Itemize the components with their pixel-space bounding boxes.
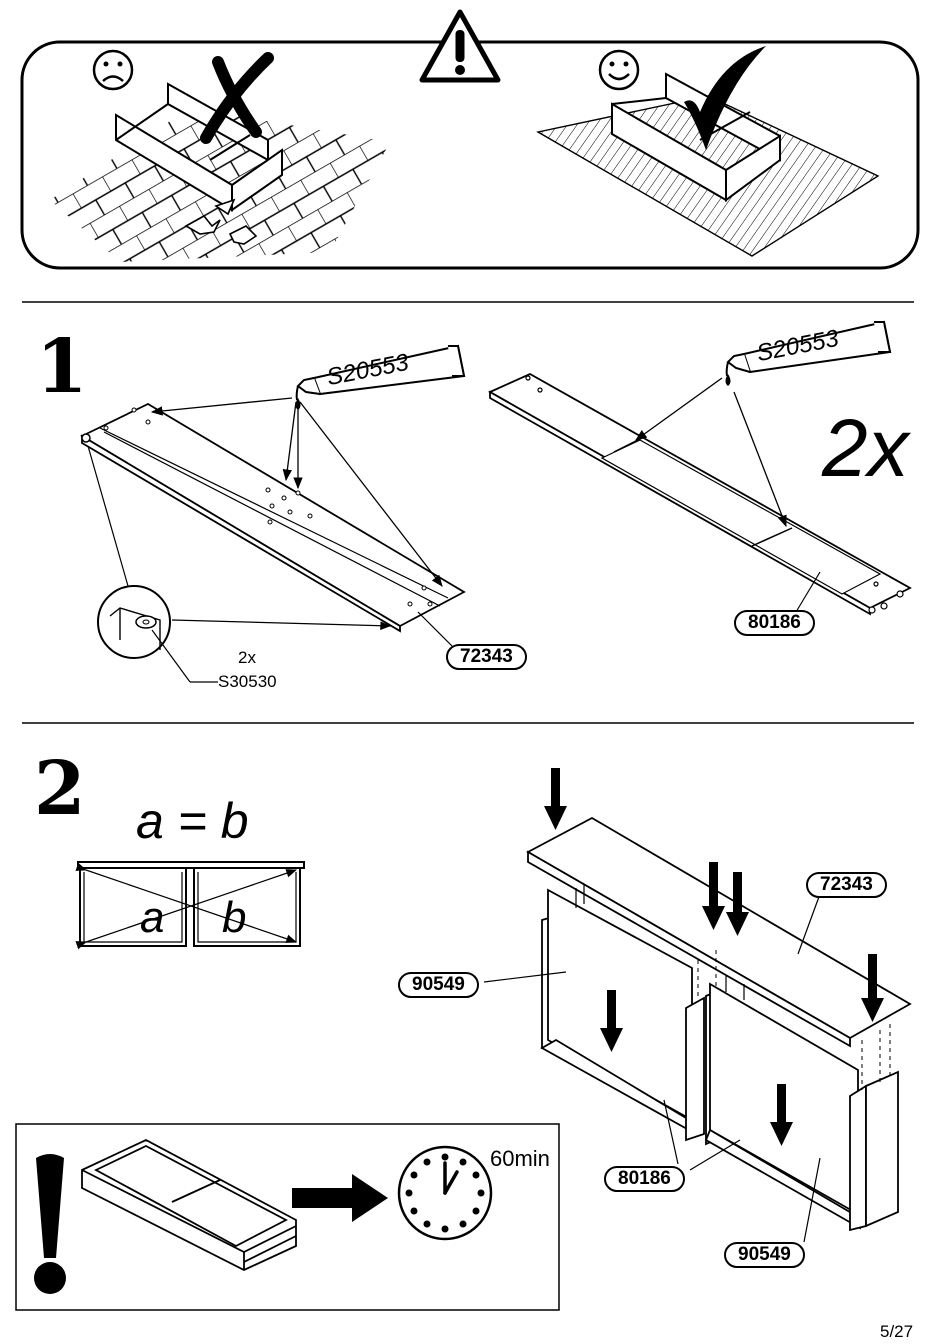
part-label-90549-right: 90549 — [724, 1242, 805, 1268]
part-label-90549-left: 90549 — [398, 972, 479, 998]
glue-tube-right-icon — [725, 320, 892, 386]
alignment-dashes — [697, 950, 891, 1090]
clock-icon — [397, 1145, 493, 1241]
rail-end-pegs — [525, 375, 904, 614]
warning-triangle-icon — [419, 9, 501, 83]
part-label-72343-assembly: 72343 — [806, 872, 887, 898]
leader-72343 — [417, 611, 453, 647]
drawer-drawing — [81, 1138, 297, 1271]
diagonal-equation: a = b — [136, 793, 249, 849]
splinter-marks — [184, 198, 258, 245]
check-icon — [684, 46, 766, 150]
rail-80186 — [488, 372, 912, 616]
drawer-box-good — [611, 72, 781, 202]
detail-part-number: S30530 — [218, 672, 277, 691]
step-number-1: 1 — [36, 324, 88, 410]
diagonal-a-label: a — [140, 893, 165, 942]
glue-tube-left-icon — [295, 344, 466, 410]
sad-face-icon — [92, 49, 134, 91]
repeat-count: 2x — [822, 403, 909, 494]
wait-time: 60min — [490, 1146, 550, 1171]
diagonal-check-diagram — [75, 861, 305, 950]
board-72343 — [80, 402, 466, 633]
page-number: 5/27 — [880, 1322, 914, 1341]
glue-arrows-left — [150, 397, 443, 587]
cross-icon — [200, 52, 274, 144]
part-label-80186-assembly: 80186 — [604, 1166, 685, 1192]
assembly-leaders — [483, 893, 821, 1243]
diagonal-b-label: b — [222, 893, 247, 942]
waiting-panel — [15, 1123, 560, 1311]
cam-fitting — [81, 433, 91, 443]
arrow-right-icon — [292, 1174, 388, 1222]
part-label-72343: 72343 — [446, 644, 527, 670]
push-down-arrow-icons — [544, 768, 884, 1146]
glue-arrows-right — [635, 377, 787, 528]
warning-panel — [20, 9, 920, 270]
leader-80186 — [795, 571, 821, 613]
step-number-2: 2 — [34, 746, 86, 832]
exclamation-icon — [34, 1154, 66, 1294]
detail-quantity: 2x — [238, 648, 256, 667]
happy-face-icon — [598, 49, 640, 91]
part-label-80186: 80186 — [734, 610, 815, 636]
detail-circle — [87, 445, 392, 683]
